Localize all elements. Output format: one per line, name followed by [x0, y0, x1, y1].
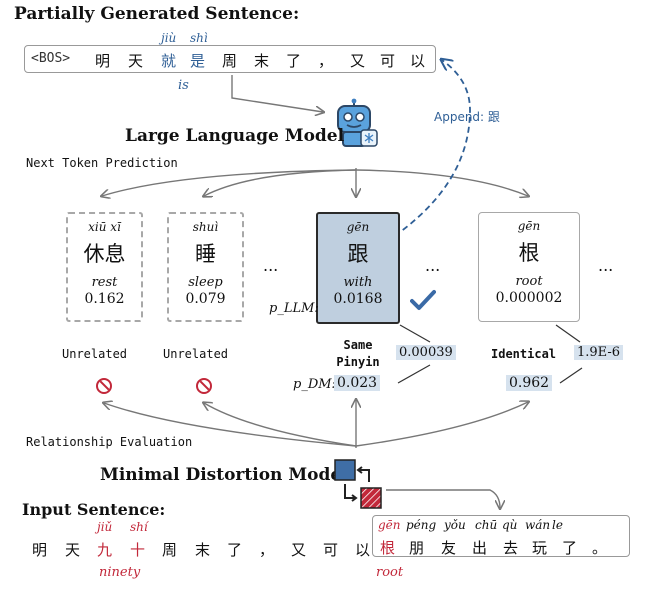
- token: 了: [227, 541, 243, 559]
- bos-token: <BOS>: [31, 51, 71, 66]
- token: 。: [592, 539, 608, 557]
- ellipsis-3: ...: [598, 256, 614, 275]
- candidate-pinyin: xiū xī: [88, 220, 121, 234]
- candidate-pinyin: shuì: [192, 220, 219, 234]
- append-arrow: [377, 60, 471, 248]
- input-sentence-box: [372, 515, 630, 557]
- box-pinyin: le: [552, 518, 563, 532]
- candidate-card-root: gēn 根 root 0.000002: [478, 212, 580, 322]
- candidate-english: root: [515, 274, 543, 289]
- token: 末: [195, 541, 211, 559]
- partial-sentence-box: [24, 45, 436, 73]
- token: 是: [190, 52, 206, 70]
- token: 天: [128, 52, 144, 70]
- token: 了: [562, 539, 578, 557]
- token: 了: [286, 52, 302, 70]
- candidate-card-rest: xiū xī 休息 rest 0.162: [66, 212, 143, 322]
- token: 以: [355, 541, 371, 559]
- token: 末: [254, 52, 270, 70]
- token: 天: [65, 541, 81, 559]
- pinyin-jiu3: jiǔ: [97, 520, 113, 534]
- candidate-hanzi: 休息: [83, 242, 126, 266]
- candidate-english: sleep: [188, 275, 223, 290]
- box-pinyin: péng: [406, 518, 437, 532]
- relation-identical: Identical: [491, 347, 557, 361]
- p-dm-root: 0.962: [506, 375, 553, 391]
- candidate-hanzi: 跟: [347, 242, 369, 266]
- token: 明: [32, 541, 48, 559]
- box-pinyin: gēn: [378, 518, 401, 532]
- partial-sentence-title: Partially Generated Sentence:: [14, 4, 300, 24]
- candidate-english: with: [343, 275, 373, 290]
- token: 去: [503, 539, 519, 557]
- token: 明: [95, 52, 111, 70]
- token: 以: [410, 52, 426, 70]
- token: 朋: [409, 539, 425, 557]
- candidate-pinyin: gēn: [517, 219, 541, 233]
- relation-unrelated-1: Unrelated: [62, 347, 128, 361]
- pinyin-shi2: shí: [130, 520, 148, 534]
- candidate-p-llm: 0.0168: [333, 291, 383, 307]
- gloss-root: root: [376, 565, 404, 580]
- token: 九: [97, 541, 113, 559]
- gloss-is: is: [178, 78, 189, 93]
- ellipsis-1: ...: [263, 256, 279, 275]
- token: 又: [291, 541, 307, 559]
- reject-icon-1: [96, 378, 112, 394]
- token: 又: [350, 52, 366, 70]
- p-llm-label: p_LLM:: [269, 301, 319, 316]
- mdm-title: Minimal Distortion Model: [100, 465, 348, 485]
- box-pinyin: qù: [502, 518, 518, 532]
- token: 周: [222, 52, 238, 70]
- p-dm-with: 0.023: [334, 375, 381, 391]
- gloss-ninety: ninety: [99, 565, 141, 580]
- input-sentence-title: Input Sentence:: [22, 500, 166, 519]
- side-value-with: 0.00039: [396, 345, 456, 360]
- relation-unrelated-2: Unrelated: [163, 347, 229, 361]
- reject-icon-2: [196, 378, 212, 394]
- arrow-to-llm: [231, 75, 323, 112]
- p-dm-label: p_DM:: [293, 377, 336, 392]
- candidate-hanzi: 根: [518, 241, 540, 265]
- candidate-card-with-selected: gēn 跟 with 0.0168: [316, 212, 400, 324]
- candidate-card-sleep: shuì 睡 sleep 0.079: [167, 212, 244, 322]
- box-pinyin: wán: [525, 518, 551, 532]
- token: 周: [162, 541, 178, 559]
- token: 出: [472, 539, 488, 557]
- candidate-hanzi: 睡: [195, 242, 216, 266]
- token: 根: [380, 539, 396, 557]
- checkmark-icon: [410, 290, 436, 310]
- token: 友: [441, 539, 457, 557]
- relationship-eval-label: Relationship Evaluation: [26, 435, 193, 449]
- candidate-p-llm: 0.079: [185, 291, 226, 307]
- candidate-english: rest: [91, 275, 118, 290]
- token: 可: [380, 52, 396, 70]
- token: 十: [130, 541, 146, 559]
- pinyin-jiu: jiù: [161, 31, 177, 45]
- token: ，: [318, 52, 334, 70]
- next-token-label: Next Token Prediction: [26, 156, 178, 170]
- candidate-pinyin: gēn: [346, 220, 370, 234]
- token: 就: [161, 52, 177, 70]
- box-pinyin: yǒu: [444, 518, 466, 532]
- append-label: Append: 跟: [434, 110, 500, 124]
- side-value-root: 1.9E-6: [574, 345, 624, 360]
- ellipsis-2: ...: [425, 256, 441, 275]
- llm-title: Large Language Model: [125, 126, 345, 146]
- token: 玩: [532, 539, 548, 557]
- relation-same-pinyin: Same Pinyin: [336, 338, 380, 369]
- pinyin-shi: shì: [190, 31, 208, 45]
- robot-icon: [337, 98, 378, 147]
- candidate-p-llm: 0.000002: [495, 290, 563, 306]
- token: ，: [259, 541, 275, 559]
- mdm-transform-icon: [334, 459, 382, 509]
- candidate-p-llm: 0.162: [84, 291, 125, 307]
- token: 可: [323, 541, 339, 559]
- box-pinyin: chū: [475, 518, 498, 532]
